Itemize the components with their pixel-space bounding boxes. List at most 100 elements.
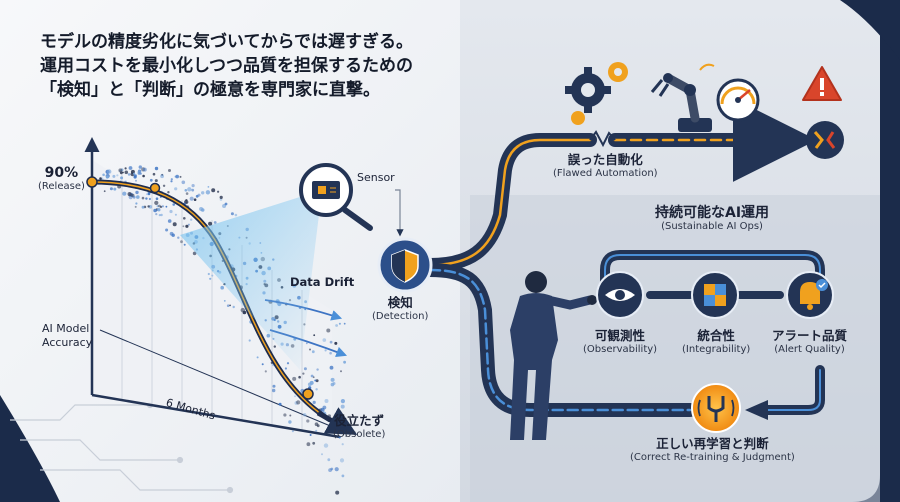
scatter-dot [312, 400, 316, 404]
data-drift-label: Data Drift [290, 275, 355, 289]
scatter-dot [309, 434, 312, 436]
pillar-alert-quality: アラート品質 (Alert Quality) [772, 329, 847, 357]
curve-point [149, 182, 161, 194]
scatter-dot [213, 221, 217, 224]
scatter-dot [192, 251, 197, 256]
scatter-dot [314, 422, 319, 427]
eye-icon [596, 271, 644, 319]
scatter-dot [338, 436, 341, 439]
scatter-dot [289, 414, 292, 417]
scatter-dot [326, 328, 331, 333]
robot-arm-icon [650, 63, 715, 132]
detection-en: (Detection) [372, 311, 429, 322]
scatter-dot [162, 184, 166, 187]
scatter-dot [124, 167, 127, 170]
pillar-integrability-en: (Integrability) [682, 344, 751, 355]
scatter-dot [306, 419, 310, 423]
scatter-dot [224, 202, 228, 206]
scatter-dot [122, 171, 124, 174]
scatter-dot [190, 218, 193, 221]
pillar-observability: 可観測性 (Observability) [583, 329, 657, 357]
scatter-dot [141, 196, 145, 200]
outcome-en: (Correct Re-training & Judgment) [630, 452, 795, 463]
gauge-icon [716, 78, 760, 122]
scatter-dot [309, 348, 311, 351]
scatter-dot [187, 223, 190, 226]
scatter-dot [177, 236, 180, 239]
scatter-dot [302, 413, 307, 417]
scatter-dot [296, 400, 301, 405]
pillar-observability-en: (Observability) [583, 344, 658, 355]
scatter-dot [155, 197, 159, 200]
scatter-dot [146, 193, 149, 196]
scatter-dot [174, 213, 177, 216]
release-point [86, 176, 98, 188]
scatter-dot [135, 202, 138, 205]
scatter-dot [208, 221, 213, 226]
scatter-dot [165, 205, 168, 208]
scatter-dot [232, 305, 235, 309]
scatter-dot [312, 441, 316, 445]
scatter-dot [127, 192, 132, 197]
scatter-dot [158, 214, 161, 217]
scatter-dot [339, 458, 345, 463]
scatter-dot [273, 345, 276, 348]
y-axis-label-line-1: AI Model [42, 322, 90, 335]
scatter-dot [311, 350, 315, 354]
scatter-dot [138, 165, 142, 169]
scatter-dot [291, 430, 294, 433]
outcome-ja: 正しい再学習と判断 [656, 436, 769, 451]
scatter-dot [234, 213, 238, 217]
x-axis [91, 393, 341, 439]
scatter-dot [183, 217, 186, 220]
scatter-dot [102, 173, 105, 177]
sensor-magnifier [180, 163, 373, 370]
scatter-dot [310, 374, 314, 378]
scatter-dot [229, 304, 232, 307]
scatter-dot [248, 339, 251, 342]
scatter-dot [201, 191, 205, 195]
scatter-dot [191, 188, 195, 192]
scatter-dot [172, 203, 175, 206]
scatter-dot [167, 191, 170, 194]
sensor-beam [180, 190, 322, 370]
scatter-dot [175, 174, 179, 179]
sustainable-ja: 持続可能なAI運用 [655, 205, 770, 221]
scatter-dot [302, 372, 305, 375]
scatter-dot [340, 404, 345, 409]
scatter-dot [99, 177, 102, 180]
time-axis-line [99, 329, 341, 431]
scatter-dot [334, 467, 339, 472]
headline-line-3: 「検知」と「判断」の極意を専門家に直撃。 [40, 80, 380, 100]
scatter-dot [141, 205, 145, 209]
scatter-dot [200, 208, 205, 212]
scatter-dot [335, 324, 338, 327]
scatter-dot [122, 191, 127, 196]
scatter-dot [324, 349, 327, 352]
scatter-dot [154, 179, 158, 183]
scatter-dot [112, 174, 116, 178]
scatter-dot [169, 231, 174, 236]
scatter-dot [157, 208, 161, 212]
pillar-integrability: 統合性 (Integrability) [682, 329, 750, 357]
scatter-dot [160, 213, 163, 217]
scatter-dot [338, 322, 341, 325]
scatter-dot [329, 340, 333, 344]
scatter-dot [158, 204, 161, 208]
scatter-dot [330, 377, 335, 382]
scatter-dot [305, 342, 308, 345]
scatter-dot [315, 379, 319, 383]
scatter-dot [107, 169, 112, 174]
pipe-break [589, 130, 616, 148]
sensor-label: Sensor [357, 171, 395, 184]
scatter-dot [109, 187, 113, 191]
scatter-dot [136, 195, 140, 199]
scatter-dot [330, 382, 335, 387]
scatter-dot [154, 200, 159, 205]
start-note: (Release) [38, 181, 85, 192]
scatter-dot [149, 178, 153, 182]
scatter-dot [167, 219, 172, 223]
scatter-dot [165, 228, 169, 232]
scatter-dot [256, 356, 259, 359]
